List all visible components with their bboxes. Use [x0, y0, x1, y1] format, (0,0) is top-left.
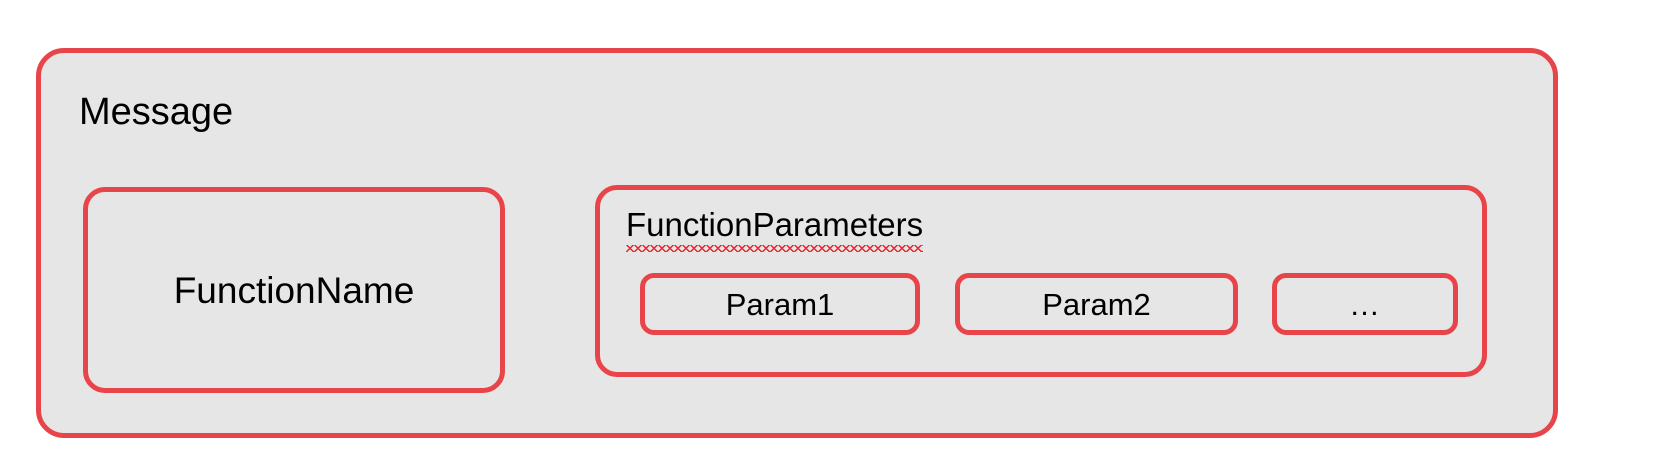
parameter-chip-ellipsis[interactable]: …	[1272, 273, 1458, 335]
parameter-chip-param1[interactable]: Param1	[640, 273, 920, 335]
function-parameters-label-wrap: FunctionParameters	[626, 206, 924, 252]
function-name-block[interactable]: FunctionName	[83, 187, 505, 393]
parameter-chip-label: …	[1349, 286, 1381, 322]
message-block[interactable]: Message FunctionName FunctionParameters …	[36, 48, 1558, 438]
function-parameters-label: FunctionParameters	[626, 206, 924, 252]
parameter-chip-param2[interactable]: Param2	[955, 273, 1238, 335]
function-parameters-block[interactable]: FunctionParameters Param1 Param2 …	[595, 185, 1487, 377]
message-block-label: Message	[79, 91, 234, 133]
parameter-chip-label: Param2	[1042, 286, 1151, 322]
function-name-label: FunctionName	[173, 269, 415, 311]
parameter-chip-label: Param1	[725, 286, 835, 322]
